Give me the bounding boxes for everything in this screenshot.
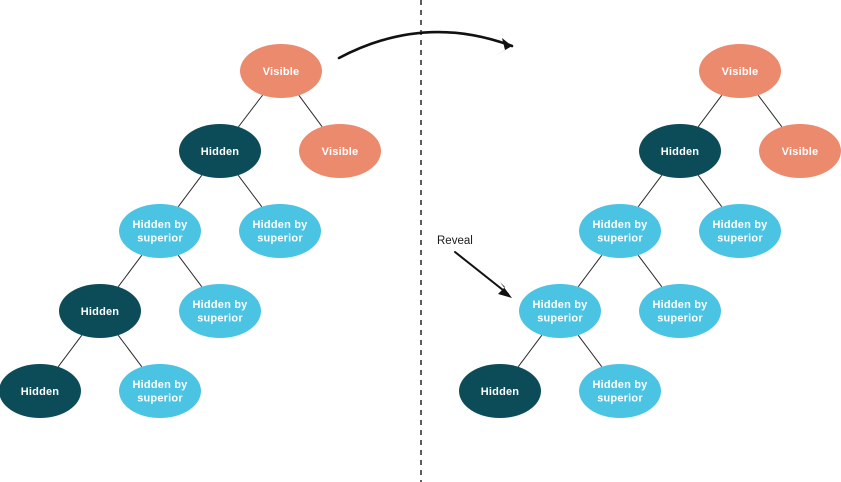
edges-layer: [57, 94, 783, 368]
tree-edge: [577, 334, 603, 368]
tree-node-visible[interactable]: Visible: [299, 124, 381, 178]
tree-edge: [697, 174, 723, 208]
tree-node-visible[interactable]: Visible: [759, 124, 841, 178]
node-ellipse: [0, 364, 81, 418]
tree-edge: [517, 334, 543, 368]
arrow-head-icon: [498, 282, 512, 298]
tree-edge: [177, 254, 203, 288]
node-ellipse: [639, 284, 721, 338]
tree-edge: [177, 174, 203, 208]
node-ellipse: [299, 124, 381, 178]
node-ellipse: [119, 364, 201, 418]
node-ellipse: [59, 284, 141, 338]
node-ellipse: [179, 124, 261, 178]
node-ellipse: [699, 204, 781, 258]
node-ellipse: [579, 204, 661, 258]
tree-edge: [697, 94, 723, 128]
arrow-head-icon: [495, 38, 512, 56]
tree-node-visible[interactable]: Visible: [240, 44, 322, 98]
tree-edge: [637, 174, 663, 208]
tree-edge: [757, 94, 783, 128]
tree-node-visible[interactable]: Visible: [699, 44, 781, 98]
node-ellipse: [579, 364, 661, 418]
annotation-label: Reveal: [437, 235, 473, 247]
tree-node-hidden[interactable]: Hidden: [459, 364, 541, 418]
arrow-shaft: [454, 251, 509, 295]
transform-arrow: [337, 30, 514, 60]
tree-edge: [298, 94, 323, 128]
node-ellipse: [759, 124, 841, 178]
tree-node-hidden[interactable]: Hidden: [179, 124, 261, 178]
tree-edge: [57, 334, 83, 368]
tree-edge: [637, 254, 663, 288]
reveal-annotation: Reveal: [437, 235, 512, 298]
node-ellipse: [239, 204, 321, 258]
node-ellipse: [459, 364, 541, 418]
tree-node-hidden[interactable]: Hidden: [59, 284, 141, 338]
annotations-layer: Reveal: [337, 30, 514, 298]
tree-edge: [238, 94, 263, 128]
tree-edge: [237, 174, 263, 208]
tree-node-hidden[interactable]: Hidden: [0, 364, 81, 418]
node-ellipse: [639, 124, 721, 178]
node-ellipse: [519, 284, 601, 338]
tree-edge: [577, 254, 603, 288]
tree-edge: [117, 254, 143, 288]
node-ellipse: [119, 204, 201, 258]
node-ellipse: [179, 284, 261, 338]
node-ellipse: [240, 44, 322, 98]
node-ellipse: [699, 44, 781, 98]
arrow-shaft: [337, 30, 514, 60]
tree-edge: [117, 334, 143, 368]
tree-node-hidden[interactable]: Hidden: [639, 124, 721, 178]
